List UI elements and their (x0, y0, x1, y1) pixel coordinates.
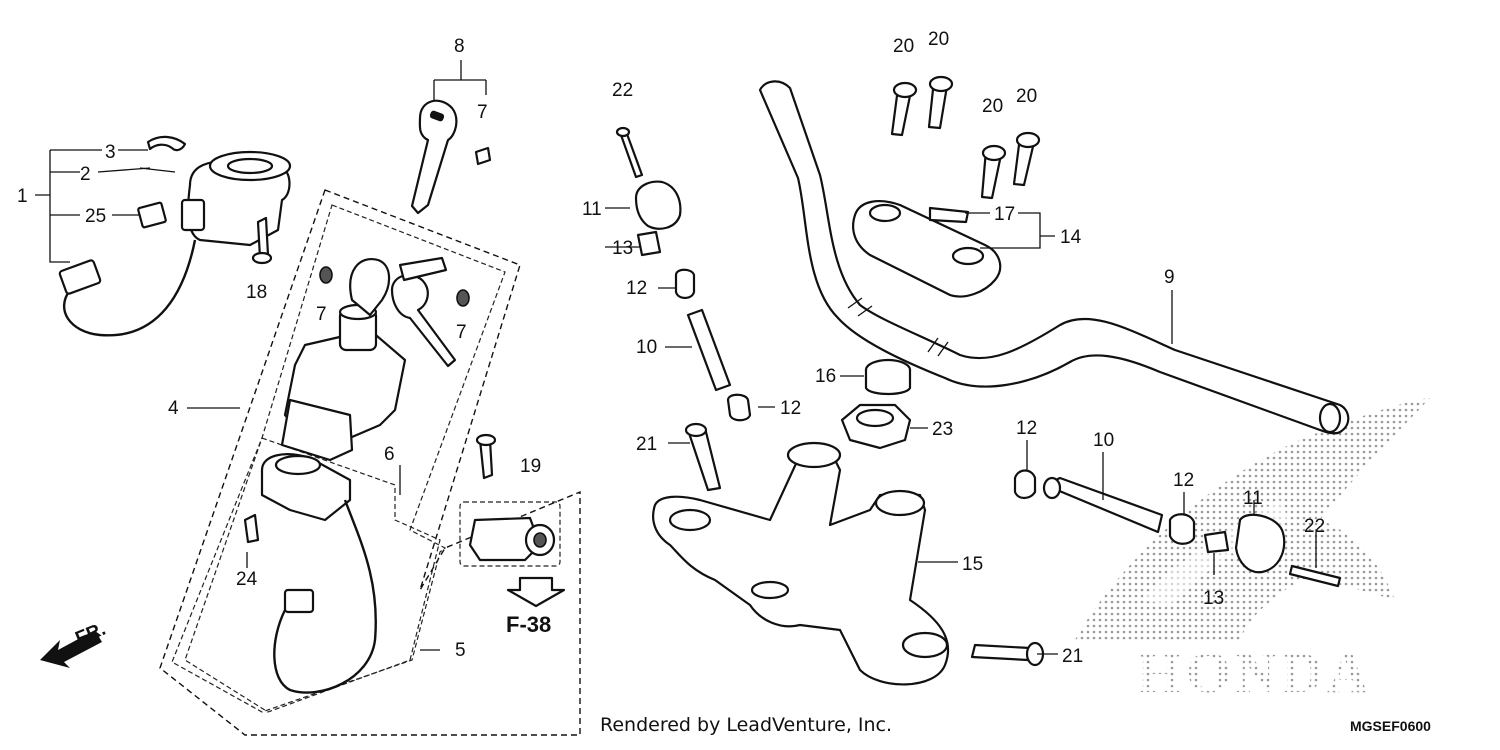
callout-12-right-b: 12 (1173, 470, 1194, 491)
handlebar-weight-left (615, 126, 752, 422)
callout-7-right: 7 (456, 322, 467, 343)
key-8 (410, 99, 492, 215)
assembly-group-outline (159, 189, 581, 736)
callout-11-right: 11 (1243, 488, 1263, 509)
front-arrow-icon (40, 630, 102, 668)
callout-18: 18 (246, 282, 267, 303)
reference-label: F-38 (506, 612, 551, 637)
callout-20-b: 20 (928, 29, 949, 50)
screw-18 (251, 216, 273, 265)
nut-23 (840, 403, 912, 450)
callout-15: 15 (962, 554, 983, 575)
callout-17: 17 (994, 204, 1015, 225)
callout-7-key: 7 (477, 102, 488, 123)
callout-10-right: 10 (1093, 430, 1114, 451)
callout-12-left-bottom: 12 (780, 398, 801, 419)
credit-text: Rendered by LeadVenture, Inc. (600, 714, 892, 736)
bolt-21-left (684, 422, 722, 492)
callout-19: 19 (520, 456, 541, 477)
screw-19 (475, 433, 497, 480)
handlebar-9 (758, 80, 1350, 435)
front-marker-label: FR. (73, 619, 109, 650)
leader-lines (35, 60, 1317, 655)
callout-1: 1 (17, 186, 28, 207)
reference-arrow-icon (506, 576, 566, 608)
top-bridge-15 (652, 441, 950, 686)
cap-16 (864, 358, 912, 396)
switch-6-with-wire (243, 453, 377, 694)
callout-16: 16 (815, 366, 836, 387)
callout-20-a: 20 (893, 36, 914, 57)
callout-20-c: 20 (982, 96, 1003, 117)
reference-inset-part (468, 516, 566, 608)
handlebar-weight-right (1013, 469, 1342, 588)
callout-14: 14 (1060, 227, 1082, 248)
handlebar-holder-14 (852, 200, 1002, 298)
callout-11-left: 11 (582, 199, 602, 220)
callout-22-left: 22 (612, 80, 633, 101)
callout-8: 8 (454, 36, 465, 57)
diagram-code: MGSEF0600 (1350, 718, 1431, 734)
callout-24: 24 (236, 569, 258, 590)
callout-4: 4 (168, 398, 179, 419)
callout-6: 6 (384, 444, 395, 465)
wire-subassembly-outline (184, 437, 441, 713)
callout-5: 5 (455, 640, 466, 661)
honda-watermark-text: HONDA (1137, 640, 1373, 705)
callout-20-d: 20 (1016, 86, 1037, 107)
callout-23: 23 (932, 419, 953, 440)
callout-21-right: 21 (1062, 646, 1083, 667)
callout-25: 25 (85, 206, 106, 227)
callout-22-right: 22 (1304, 516, 1325, 537)
callout-21-left: 21 (636, 434, 657, 455)
callout-12-left-top: 12 (626, 278, 647, 299)
callout-3: 3 (105, 142, 116, 163)
ignition-lock-assembly (280, 256, 470, 462)
callout-2: 2 (80, 164, 91, 185)
callout-12-right-a: 12 (1016, 418, 1037, 439)
callout-7-left: 7 (316, 304, 327, 325)
bolts-20 (890, 75, 1041, 200)
callout-10-left: 10 (636, 337, 657, 358)
callout-13-right: 13 (1203, 588, 1224, 609)
callout-13-left: 13 (612, 238, 633, 259)
ignition-switch-housing (58, 135, 292, 337)
bolt-21-right (970, 641, 1045, 667)
callout-9: 9 (1164, 267, 1175, 288)
subassembly-outline (171, 204, 506, 713)
